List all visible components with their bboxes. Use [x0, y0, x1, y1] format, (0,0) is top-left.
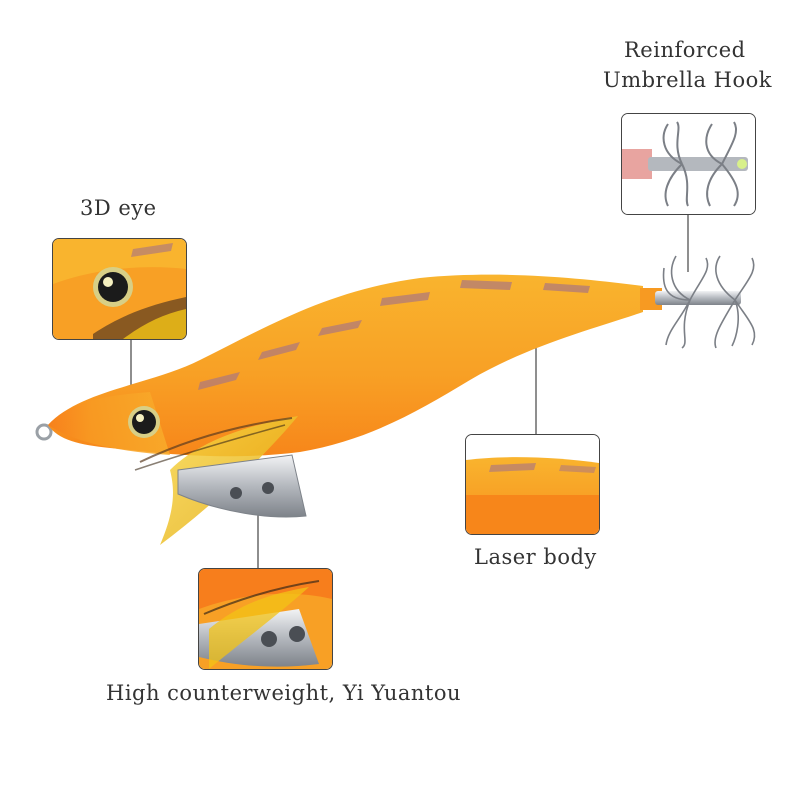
- line-eye-ring: [35, 423, 53, 441]
- label-laser-body: Laser body: [474, 545, 597, 569]
- lure-eye-pupil: [132, 410, 156, 434]
- callout-3d-eye: [52, 238, 187, 340]
- lure-eye-highlight: [136, 414, 144, 422]
- callout-umbrella-hook: [621, 113, 756, 215]
- sinker-hole-1: [230, 487, 242, 499]
- body-stripes: [198, 280, 590, 390]
- lure-body: [48, 274, 643, 457]
- label-hook-line2: Umbrella Hook: [603, 68, 772, 92]
- callout-counterweight: [198, 568, 333, 670]
- sinker-hole-2: [262, 482, 274, 494]
- label-3d-eye: 3D eye: [80, 196, 157, 220]
- umbrella-hook: [662, 255, 756, 349]
- label-counterweight: High counterweight, Yi Yuantou: [106, 681, 462, 705]
- hook-shaft: [655, 291, 741, 305]
- callout-laser-body: [465, 434, 600, 535]
- label-hook-line1: Reinforced: [624, 38, 746, 62]
- lure-sinker: [177, 454, 307, 518]
